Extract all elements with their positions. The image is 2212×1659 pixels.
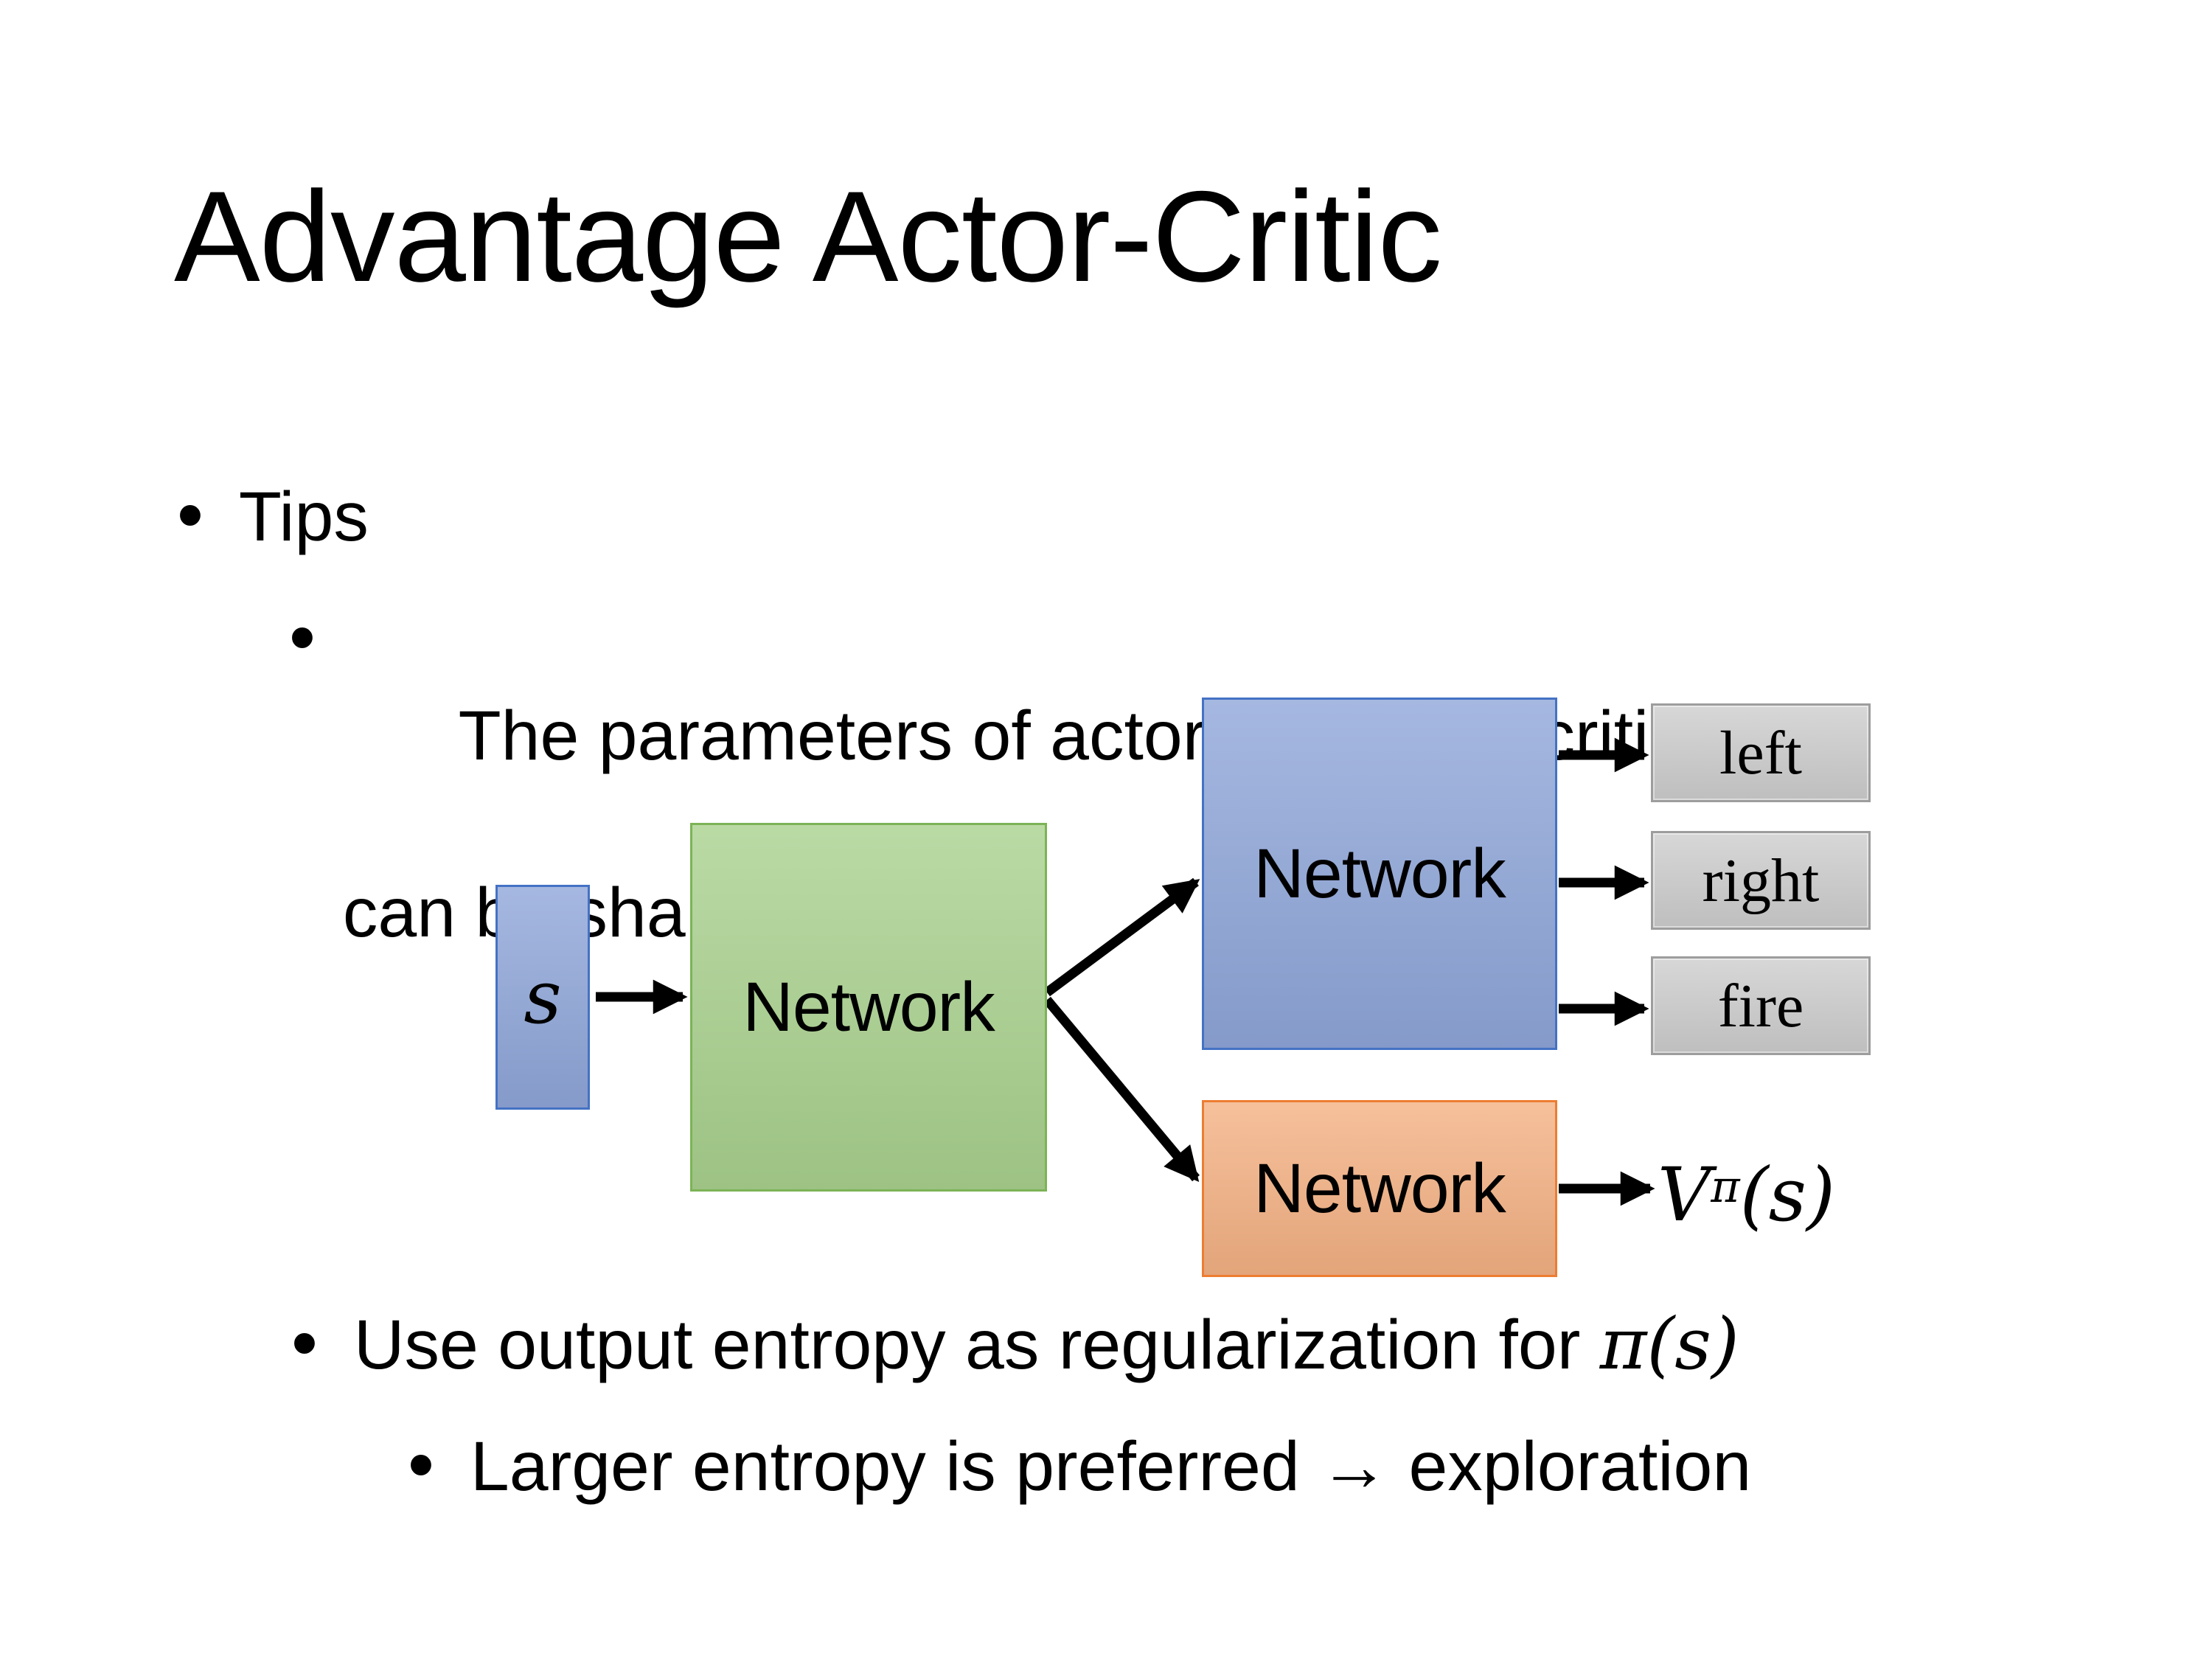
entropy-policy-math: π(s)	[1599, 1302, 1739, 1385]
critic-network-box: Network	[1202, 1100, 1557, 1277]
value-math-sup: π	[1711, 1161, 1740, 1213]
critic-network-label: Network	[1253, 1149, 1506, 1228]
value-math-args: (s)	[1739, 1152, 1836, 1239]
bullet-icon: •	[291, 1300, 318, 1385]
state-label: s	[524, 954, 562, 1040]
actor-network-label: Network	[1253, 834, 1506, 913]
parameters-line1-pre: The parameters of actor	[458, 696, 1225, 775]
state-box: s	[495, 885, 590, 1110]
tips-text: Tips	[238, 478, 369, 556]
action-box-fire: fire	[1651, 956, 1871, 1055]
bullet-line-exploration: • Larger entropy is preferred → explorat…	[408, 1422, 1751, 1511]
bullet-icon: •	[289, 594, 316, 679]
action-box-right: right	[1651, 831, 1871, 930]
value-output-label: Vπ(s)	[1658, 1150, 1835, 1232]
action-label-fire: fire	[1717, 971, 1804, 1040]
shared-network-box: Network	[690, 823, 1047, 1192]
shared-network-label: Network	[742, 967, 995, 1046]
action-box-left: left	[1651, 703, 1871, 802]
slide-title: Advantage Actor-Critic	[174, 165, 1442, 309]
bullet-icon: •	[408, 1422, 434, 1506]
actor-network-box: Network	[1202, 698, 1557, 1050]
action-label-right: right	[1702, 846, 1820, 915]
entropy-text: Use output entropy as regularization for…	[354, 1300, 1739, 1389]
entropy-text-pre: Use output entropy as regularization for	[353, 1306, 1600, 1384]
value-math-V: V	[1658, 1152, 1711, 1239]
exploration-text: Larger entropy is preferred → exploratio…	[470, 1427, 1752, 1506]
bullet-icon: •	[177, 472, 204, 557]
action-label-left: left	[1719, 718, 1802, 787]
bullet-line-entropy: • Use output entropy as regularization f…	[291, 1300, 1739, 1389]
bullet-line-tips: • Tips	[177, 473, 369, 561]
